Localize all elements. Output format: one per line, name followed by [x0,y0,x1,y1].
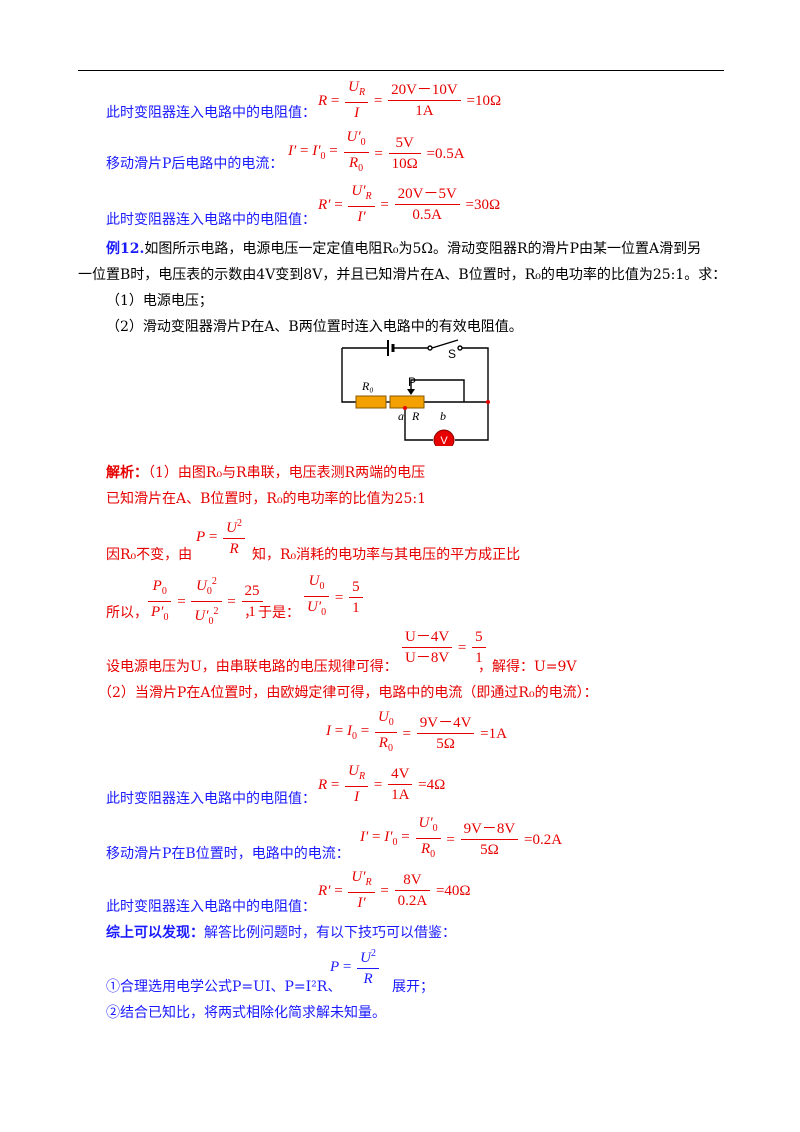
r0-label: R₀ [361,379,374,393]
text-line-5: 移动滑片P在B位置时，电路中的电流： [106,846,350,862]
a-label: a [398,409,404,423]
switch-label: S [448,347,456,361]
r-label: R [411,409,420,423]
tip-1: ①合理选用电学公式P=UI、P=I²R、 [106,979,342,995]
example-label: 例12. [106,241,145,257]
tip-2: ②结合已知比，将两式相除化简求解未知量。 [106,1005,386,1021]
analysis-label: 解析： [106,465,148,481]
tip-1-end: 展开； [392,979,434,995]
b-label: b [440,409,446,423]
example-line-1: 例12.如图所示电路，电源电压一定定值电阻R₀为5Ω。滑动变阻器R的滑片P由某一… [106,240,701,258]
wire-slider [410,379,465,402]
example-line-2: 一位置B时，电压表的示数由4V变到8V，并且已知滑片在A、B位置时，R₀的电功率… [78,267,727,283]
then-text: ，于是： [244,605,300,621]
wire-top-right [462,347,489,402]
question-1: （1）电源电压； [106,293,213,309]
header-rule [78,70,724,71]
text-line-1: 此时变阻器连入电路中的电阻值： [106,105,316,121]
text-line-3: 此时变阻器连入电路中的电阻值： [106,212,316,228]
node-b [486,400,490,404]
wire-voltmeter-left [404,408,433,441]
since-text-a: 因R₀不变，由 [106,547,193,563]
solve-text: ，解得：U=9V [478,659,577,675]
voltmeter-icon [433,429,455,446]
question-2: （2）滑动变阻器滑片P在A、B两位置时连入电路中的有效电阻值。 [106,319,523,335]
summary-label: 综上可以发现： [106,925,204,941]
text-line-4: 此时变阻器连入电路中的电阻值： [106,791,316,807]
switch-lever [431,339,459,349]
text-line-6: 此时变阻器连入电路中的电阻值： [106,899,316,915]
so-text: 所以， [106,605,148,621]
analysis-text: （1）由图R₀与R串联，电压表测R两端的电压 [148,465,426,481]
example-text-1: 如图所示电路，电源电压一定定值电阻R₀为5Ω。滑动变阻器R的滑片P由某一位置A滑… [144,241,702,257]
rheostat-r [389,395,425,409]
circuit-diagram: V S R₀ P a R b [341,339,490,446]
set-u-text: 设电源电压为U，由串联电路的电压规律可得： [106,659,398,675]
voltmeter-label: V [440,435,448,446]
part2-text: （2）当滑片P在A位置时，由欧姆定律可得，电路中的电流（即通过R₀的电流）： [98,685,598,701]
summary-text: 解答比例问题时，有以下技巧可以借鉴： [204,925,456,941]
summary-line: 综上可以发现：解答比例问题时，有以下技巧可以借鉴： [106,924,456,942]
resistor-r0 [355,395,387,409]
known-line: 已知滑片在A、B位置时，R₀的电功率的比值为25:1 [106,491,426,507]
node-a [403,406,407,410]
switch-pivot [427,345,433,351]
wire-voltmeter-right [455,402,489,441]
wire-left [341,348,356,403]
switch-contact [457,345,463,351]
since-text-b: 知，R₀消耗的电功率与其电压的平方成正比 [252,547,521,563]
text-line-2: 移动滑片P后电路中的电流： [106,156,284,172]
p-label: P [408,375,416,389]
slider-arrow [407,389,415,395]
analysis-line: 解析：（1）由图R₀与R串联，电压表测R两端的电压 [106,464,425,482]
